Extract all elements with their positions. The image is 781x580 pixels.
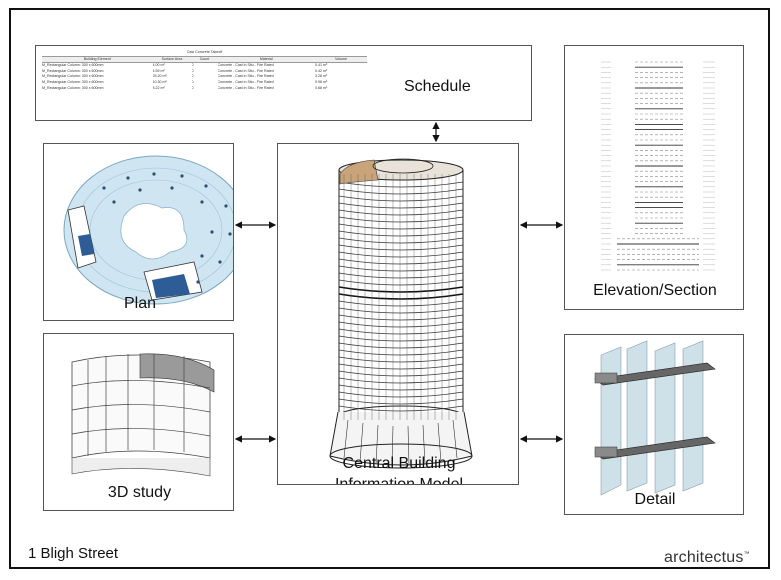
schedule-cell: 0.68 m³ xyxy=(315,85,328,90)
central-model-panel: Central Building Information Model xyxy=(277,143,519,485)
schedule-cell: 0.41 m³ xyxy=(315,63,328,68)
schedule-panel: Cast Concrete Takeoff Building Element Su… xyxy=(35,45,532,121)
schedule-cell: 4.00 m² xyxy=(152,63,165,68)
schedule-cell: M_Rectangular Column: 300 x 600mm xyxy=(42,68,104,73)
schedule-label: Schedule xyxy=(404,78,471,95)
central-label-line2: Information Model xyxy=(334,476,464,485)
elevation-drawing xyxy=(601,61,715,271)
plan-label: Plan xyxy=(124,295,157,312)
central-label-line1: Central Building xyxy=(342,455,456,472)
schedule-cell: Concrete - Cast in Situ - Fire Rated xyxy=(217,63,274,68)
3d-study-drawing xyxy=(71,353,215,477)
brand-logo-text: architectus xyxy=(664,549,744,566)
schedule-cell: M_Rectangular Column: 300 x 600mm xyxy=(42,85,104,90)
schedule-cell: 0 xyxy=(191,79,194,84)
schedule-row: M_Rectangular Column: 300 x 600mm 10.30 m… xyxy=(42,80,367,86)
schedule-cell: 4.59 m² xyxy=(152,68,165,73)
schedule-cell: 10.30 m² xyxy=(152,79,167,84)
3d-study-panel: 3D study xyxy=(43,333,234,511)
schedule-cell: 25.20 m² xyxy=(152,74,167,79)
schedule-cell: 0.98 m³ xyxy=(315,79,328,84)
schedule-cell: M_Rectangular Column: 300 x 600mm xyxy=(42,63,104,68)
schedule-cell: 8.22 m² xyxy=(152,85,165,90)
elevation-section-panel: Elevation/Section xyxy=(564,45,744,310)
schedule-cell: 0 xyxy=(191,85,194,90)
detail-label: Detail xyxy=(634,491,676,508)
brand-logo: architectus™ xyxy=(664,549,750,566)
schedule-row: M_Rectangular Column: 300 x 600mm 4.00 m²… xyxy=(42,63,367,69)
schedule-cell: Concrete - Cast in Situ - Fire Rated xyxy=(217,74,274,79)
detail-panel: Detail xyxy=(564,334,744,515)
schedule-table-header: Building Element Surface Area Count Materia… xyxy=(42,56,367,64)
3d-study-label: 3D study xyxy=(107,484,172,501)
project-name: 1 Bligh Street xyxy=(28,545,119,562)
schedule-cell: Concrete - Cast in Situ - Fire Rated xyxy=(217,68,274,73)
schedule-header-cell: Count xyxy=(199,56,210,61)
schedule-cell: 0 xyxy=(191,68,194,73)
tower-drawing xyxy=(329,158,473,469)
schedule-cell: 0 xyxy=(191,63,194,68)
schedule-table-body: M_Rectangular Column: 300 x 600mm 4.00 m²… xyxy=(42,63,367,91)
schedule-cell: M_Rectangular Column: 300 x 600mm xyxy=(42,74,104,79)
schedule-header-cell: Surface Area xyxy=(161,56,183,61)
schedule-table-title: Cast Concrete Takeoff xyxy=(42,50,367,57)
schedule-cell: 0 xyxy=(191,74,194,79)
schedule-row: M_Rectangular Column: 300 x 600mm 8.22 m²… xyxy=(42,86,367,92)
schedule-row: M_Rectangular Column: 300 x 600mm 25.20 m… xyxy=(42,74,367,80)
schedule-cell: 0.42 m³ xyxy=(315,68,328,73)
schedule-cell: M_Rectangular Column: 300 x 600mm xyxy=(42,79,104,84)
plan-drawing xyxy=(63,155,233,305)
schedule-cell: 3.28 m³ xyxy=(315,74,328,79)
schedule-cell: Concrete - Cast in Situ - Fire Rated xyxy=(217,79,274,84)
elevation-section-label: Elevation/Section xyxy=(593,282,717,299)
schedule-cell: Concrete - Cast in Situ - Fire Rated xyxy=(217,85,274,90)
plan-panel: Plan xyxy=(43,143,234,321)
schedule-header-cell: Volume xyxy=(335,56,347,61)
detail-drawing xyxy=(594,340,716,496)
schedule-table: Cast Concrete Takeoff Building Element Su… xyxy=(42,50,367,91)
schedule-header-cell: Building Element xyxy=(83,56,111,61)
slide-frame xyxy=(9,8,770,569)
schedule-row: M_Rectangular Column: 300 x 600mm 4.59 m²… xyxy=(42,69,367,75)
schedule-header-cell: Material xyxy=(259,56,273,61)
